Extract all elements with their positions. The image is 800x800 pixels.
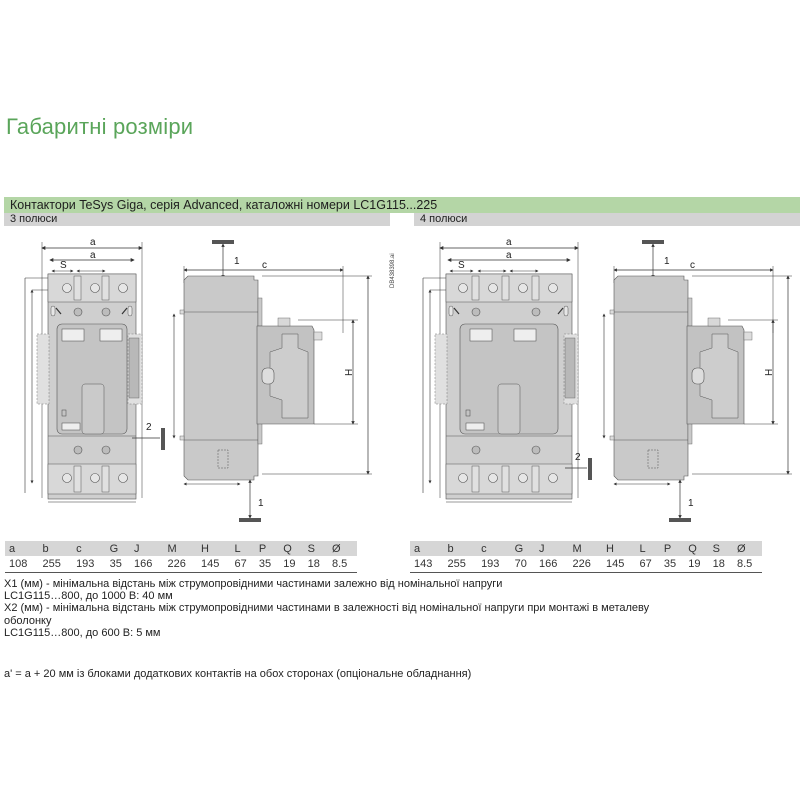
clearance-side-label: 2 <box>146 422 152 433</box>
clearance-bottom-label: 1 <box>258 498 264 509</box>
side-view-4-poles: 1 c H 1 <box>602 240 792 522</box>
note-x2-value: LC1G115…800, до 600 В: 5 мм <box>4 626 161 639</box>
front-view-4-poles: a a S <box>422 237 579 503</box>
dimensions-table-4-poles: a b c G J M H L P Q S Ø 143 255 193 70 1… <box>410 541 762 573</box>
col-header: Ø <box>327 541 357 556</box>
table-cell: 70 <box>510 556 535 573</box>
table-cell: 8.5 <box>327 556 357 573</box>
table-header-row: a b c G J M H L P Q S Ø <box>5 541 357 556</box>
table-cell: 145 <box>602 556 636 573</box>
table-cell: 255 <box>443 556 478 573</box>
side-view-3-poles: 1 c H 1 <box>172 240 372 522</box>
table-cell: 143 <box>410 556 444 573</box>
dim-a-inner-label: a <box>506 250 512 261</box>
col-header: b <box>38 541 73 556</box>
table-row: 143 255 193 70 166 226 145 67 35 19 18 8… <box>410 556 762 573</box>
notes: X1 (мм) - мінімальна відстань між струмо… <box>4 578 794 639</box>
col-header: G <box>510 541 535 556</box>
col-header: G <box>105 541 130 556</box>
dim-a-inner-label: a <box>90 250 96 261</box>
clearance-side-4-poles: 2 <box>565 452 592 480</box>
table-cell: 255 <box>38 556 73 573</box>
col-header: P <box>659 541 685 556</box>
table-cell: 193 <box>72 556 106 573</box>
col-header: Ø <box>732 541 762 556</box>
table-cell: 35 <box>254 556 280 573</box>
subheader-3-poles: 3 полюси <box>4 213 390 226</box>
col-header: H <box>602 541 636 556</box>
table-cell: 166 <box>129 556 164 573</box>
clearance-side-label: 2 <box>575 452 581 463</box>
page-title: Габаритні розміри <box>6 114 194 139</box>
col-header: S <box>303 541 328 556</box>
col-header: b <box>443 541 478 556</box>
col-header: a <box>410 541 444 556</box>
table-cell: 67 <box>230 556 255 573</box>
dim-a-outer-label: a <box>90 237 96 248</box>
clearance-top-label: 1 <box>234 256 240 267</box>
table-cell: 35 <box>105 556 130 573</box>
table-cell: 145 <box>197 556 231 573</box>
col-header: S <box>708 541 733 556</box>
dim-c-label: c <box>262 260 267 271</box>
dim-a-outer-label: a <box>506 237 512 248</box>
col-header: M <box>163 541 198 556</box>
col-header: J <box>129 541 164 556</box>
col-header: J <box>534 541 569 556</box>
table-row: 108 255 193 35 166 226 145 67 35 19 18 8… <box>5 556 357 573</box>
col-header: P <box>254 541 280 556</box>
table-cell: 108 <box>5 556 39 573</box>
col-header: c <box>477 541 511 556</box>
front-view-3-poles: a a S <box>24 237 143 503</box>
clearance-side-3-poles: 2 <box>132 422 165 450</box>
table-cell: 18 <box>708 556 733 573</box>
dim-h-label: H <box>764 369 775 376</box>
table-cell: 19 <box>684 556 709 573</box>
col-header: Q <box>279 541 304 556</box>
col-header: a <box>5 541 39 556</box>
table-cell: 226 <box>568 556 603 573</box>
dim-h-label: H <box>344 369 355 376</box>
note-x2: X2 (мм) - мінімальна відстань між струмо… <box>4 602 650 615</box>
table-header-row: a b c G J M H L P Q S Ø <box>410 541 762 556</box>
note-x1: X1 (мм) - мінімальна відстань між струмо… <box>4 578 503 590</box>
dim-c-label: c <box>690 260 695 271</box>
clearance-top-label: 1 <box>664 256 670 267</box>
col-header: c <box>72 541 106 556</box>
note-x2-cont: оболонку <box>4 614 52 627</box>
section-header: Контактори TeSys Giga, серія Advanced, к… <box>4 197 800 213</box>
table-cell: 193 <box>477 556 511 573</box>
table-cell: 18 <box>303 556 328 573</box>
clearance-bottom-label: 1 <box>688 498 694 509</box>
table-cell: 166 <box>534 556 569 573</box>
dimensions-table-3-poles: a b c G J M H L P Q S Ø 108 255 193 35 1… <box>5 541 357 573</box>
table-cell: 67 <box>635 556 660 573</box>
col-header: Q <box>684 541 709 556</box>
dim-s-label: S <box>458 260 465 271</box>
table-cell: 19 <box>279 556 304 573</box>
col-header: H <box>197 541 231 556</box>
footnote-a-prime: a' = a + 20 мм із блоками додаткових кон… <box>4 668 472 680</box>
drawing-id: DB438398.ai <box>390 253 396 288</box>
note-x1-value: LC1G115…800, до 1000 В: 40 мм <box>4 590 173 603</box>
table-cell: 35 <box>659 556 685 573</box>
dim-s-label: S <box>60 260 67 271</box>
col-header: L <box>230 541 255 556</box>
table-cell: 8.5 <box>732 556 762 573</box>
subheader-4-poles: 4 полюси <box>414 213 800 226</box>
col-header: L <box>635 541 660 556</box>
table-cell: 226 <box>163 556 198 573</box>
col-header: M <box>568 541 603 556</box>
